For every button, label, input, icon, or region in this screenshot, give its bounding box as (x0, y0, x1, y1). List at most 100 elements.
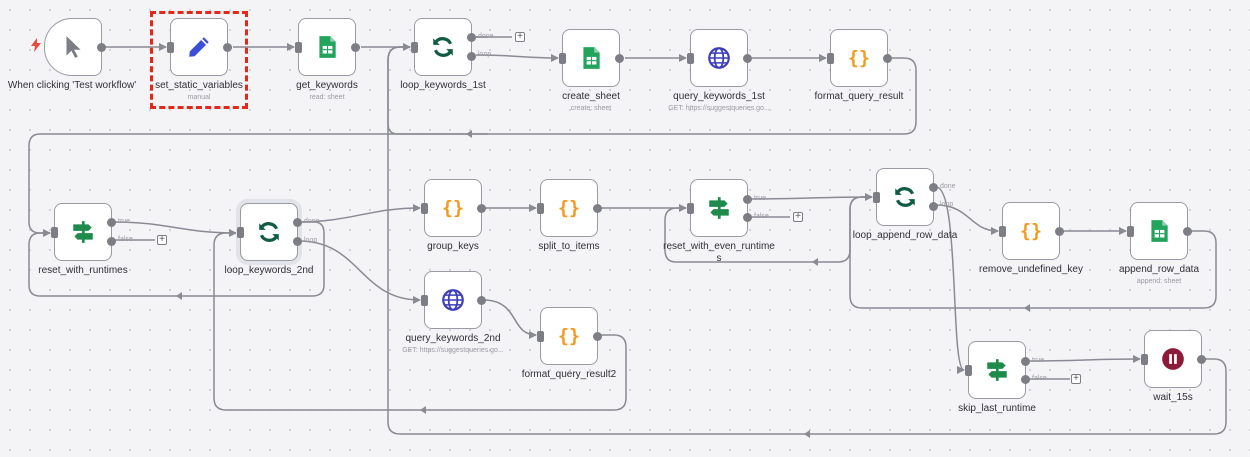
output-handle[interactable] (477, 296, 486, 305)
input-handle[interactable] (1141, 354, 1148, 365)
input-handle[interactable] (167, 42, 174, 53)
node-set-static-variables[interactable] (167, 18, 232, 76)
input-handle[interactable] (421, 203, 428, 214)
sheets-icon (583, 47, 600, 69)
true-handle[interactable] (107, 218, 116, 227)
output-handle[interactable] (97, 43, 106, 52)
false-handle[interactable] (107, 237, 116, 246)
node-label-reset-with-runtimes: reset_with_runtimes (38, 265, 128, 276)
input-handle[interactable] (687, 53, 694, 64)
node-query-keywords-1st[interactable] (687, 29, 752, 87)
code-icon: {} (558, 199, 580, 220)
input-handle[interactable] (1127, 226, 1134, 237)
globe-icon (708, 47, 730, 69)
input-handle[interactable] (537, 203, 544, 214)
input-handle[interactable] (687, 203, 694, 214)
output-handle[interactable] (351, 43, 360, 52)
output-handle[interactable] (1197, 355, 1206, 364)
node-loop-keywords-2nd[interactable] (237, 203, 302, 261)
output-handle[interactable] (1183, 227, 1192, 236)
edge-reset-true-to-loop2 (112, 221, 237, 237)
port-label-true: true (1032, 357, 1045, 364)
node-reset-with-runtimes[interactable] (51, 203, 116, 261)
input-handle[interactable] (51, 227, 58, 238)
node-label-query-keywords-2nd: query_keywords_2nd (405, 333, 501, 344)
edge-loopAppend-loop-to-remove (935, 204, 999, 235)
selection-marquee (150, 11, 248, 109)
port-label-done: done (478, 33, 494, 40)
output-handle[interactable] (743, 54, 752, 63)
node-group-keys[interactable]: {} (421, 179, 486, 237)
loop-icon (259, 222, 279, 242)
node-skip-last-runtime[interactable] (965, 341, 1030, 399)
port-label-loop: loop (478, 51, 492, 58)
port-label-false: false (118, 236, 133, 243)
false-handle[interactable] (1021, 375, 1030, 384)
output-handle[interactable] (593, 204, 602, 213)
loop-handle[interactable] (467, 52, 476, 61)
code-icon: {} (848, 49, 870, 70)
node-sub-set-static-variables: manual (187, 94, 211, 101)
input-handle[interactable] (237, 227, 244, 238)
done-handle[interactable] (293, 218, 302, 227)
node-label-group-keys: group_keys (427, 241, 479, 252)
input-handle[interactable] (965, 365, 972, 376)
node-create-sheet[interactable] (559, 29, 624, 87)
false-handle[interactable] (743, 213, 752, 222)
node-append-row-data[interactable] (1127, 202, 1192, 260)
node-label-create-sheet: create_sheet (562, 91, 620, 102)
cursor-icon (66, 36, 81, 58)
loop-icon (433, 37, 453, 57)
port-label-done: done (304, 218, 320, 225)
node-format-query-result[interactable]: {} (827, 29, 892, 87)
svg-text:{}: {} (558, 199, 580, 220)
node-label-append-row-data: append_row_data (1118, 264, 1200, 275)
globe-icon (442, 289, 464, 311)
input-handle[interactable] (537, 331, 544, 342)
node-label-split-to-items: split_to_items (538, 241, 600, 252)
sheets-icon (319, 36, 336, 58)
loop-handle[interactable] (293, 237, 302, 246)
node-query-keywords-2nd[interactable] (421, 271, 486, 329)
node-reset-with-even-runtimes[interactable] (687, 179, 752, 237)
node-split-to-items[interactable]: {} (537, 179, 602, 237)
output-handle[interactable] (883, 54, 892, 63)
node-label-get-keywords: get_keywords (296, 80, 358, 91)
output-handle[interactable] (615, 54, 624, 63)
node-get-keywords[interactable] (295, 18, 360, 76)
node-sub-query-keywords-2nd: GET: https://suggestqueries.go... (402, 347, 504, 354)
input-handle[interactable] (295, 42, 302, 53)
output-handle[interactable] (477, 204, 486, 213)
input-handle[interactable] (421, 295, 428, 306)
add-node-button[interactable]: + (793, 212, 803, 222)
node-loop-keywords-1st[interactable] (411, 18, 476, 76)
node-remove-undefined-key[interactable]: {} (999, 202, 1064, 260)
node-label-reset-with-even-runtimes: reset_with_even_runtime s (663, 241, 775, 264)
node-sub-query-keywords-1st: GET: https://suggestqueries.go... (668, 105, 770, 112)
done-handle[interactable] (467, 33, 476, 42)
node-format-query-result2[interactable]: {} (537, 307, 602, 365)
loop-handle[interactable] (929, 202, 938, 211)
node-trigger[interactable] (44, 18, 106, 76)
node-wait-15s[interactable] (1141, 330, 1206, 388)
node-label-format-query-result: format_query_result (814, 91, 904, 102)
output-handle[interactable] (1055, 227, 1064, 236)
input-handle[interactable] (827, 53, 834, 64)
true-handle[interactable] (1021, 357, 1030, 366)
done-handle[interactable] (929, 183, 938, 192)
input-handle[interactable] (873, 192, 880, 203)
input-handle[interactable] (411, 42, 418, 53)
add-node-button[interactable]: + (157, 235, 167, 245)
input-handle[interactable] (559, 53, 566, 64)
output-handle[interactable] (223, 43, 232, 52)
add-node-button[interactable]: + (1071, 374, 1081, 384)
input-handle[interactable] (999, 226, 1006, 237)
node-loop-append-row-data[interactable] (873, 168, 938, 226)
add-node-button[interactable]: + (515, 32, 525, 42)
output-handle[interactable] (593, 332, 602, 341)
if-icon (709, 197, 729, 219)
true-handle[interactable] (743, 195, 752, 204)
edge-loopAppend-done-to-skip (935, 186, 965, 374)
if-icon (73, 221, 93, 243)
